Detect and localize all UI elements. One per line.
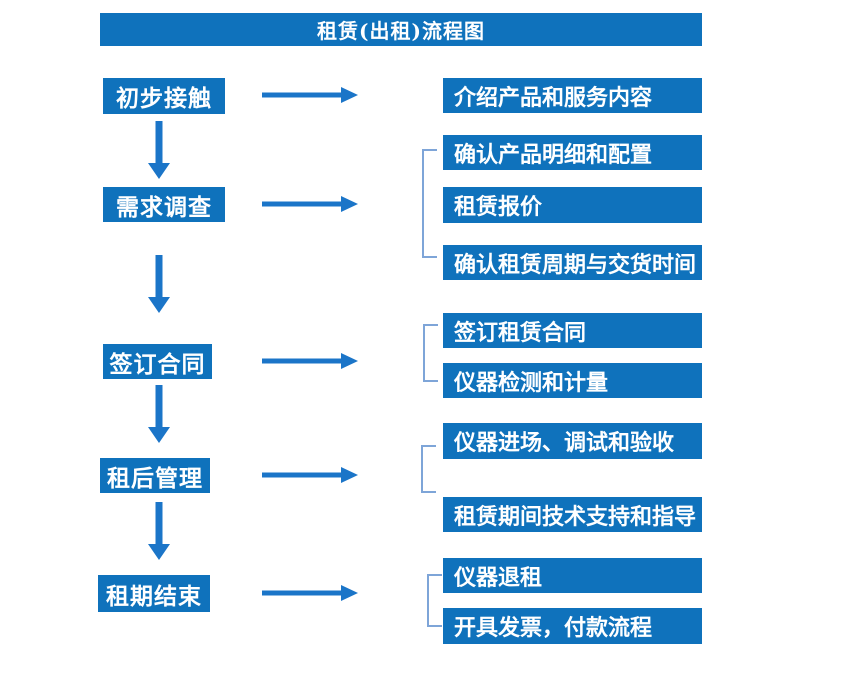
detail-box-confirm-product-details: 确认产品明细和配置: [443, 135, 702, 170]
arrow-down-icon: [148, 121, 170, 179]
detail-box-instrument-inspection: 仪器检测和计量: [443, 363, 702, 398]
group-bracket: [421, 445, 436, 493]
arrow-down-icon: [148, 502, 170, 560]
group-bracket: [422, 149, 437, 258]
step-box-initial-contact: 初步接触: [103, 78, 225, 114]
arrow-right-icon: [262, 353, 358, 369]
step-box-sign-contract: 签订合同: [103, 344, 212, 379]
detail-box-rental-quote: 租赁报价: [443, 187, 702, 223]
group-bracket: [423, 324, 438, 382]
detail-box-introduce-products: 介绍产品和服务内容: [443, 78, 702, 113]
detail-box-sign-rental-contract: 签订租赁合同: [443, 313, 702, 348]
step-box-demand-survey: 需求调查: [103, 187, 225, 222]
arrow-right-icon: [262, 87, 358, 103]
arrow-right-icon: [262, 196, 358, 212]
step-box-post-rental-management: 租后管理: [100, 458, 210, 493]
detail-box-rental-tech-support: 租赁期间技术支持和指导: [443, 497, 702, 532]
arrow-down-icon: [148, 255, 170, 313]
arrow-right-icon: [262, 585, 358, 601]
arrow-down-icon: [148, 385, 170, 443]
group-bracket: [427, 574, 442, 627]
detail-box-invoice-payment: 开具发票，付款流程: [443, 608, 702, 644]
arrow-right-icon: [262, 467, 358, 483]
detail-box-confirm-rental-period: 确认租赁周期与交货时间: [443, 245, 702, 280]
flowchart-title: 租赁(出租)流程图: [100, 13, 702, 46]
detail-box-instrument-return: 仪器退租: [443, 558, 702, 593]
flowchart-title-text: 租赁(出租)流程图: [317, 19, 485, 43]
step-box-rental-end: 租期结束: [98, 575, 210, 612]
detail-box-instrument-setup-acceptance: 仪器进场、调试和验收: [443, 423, 702, 459]
